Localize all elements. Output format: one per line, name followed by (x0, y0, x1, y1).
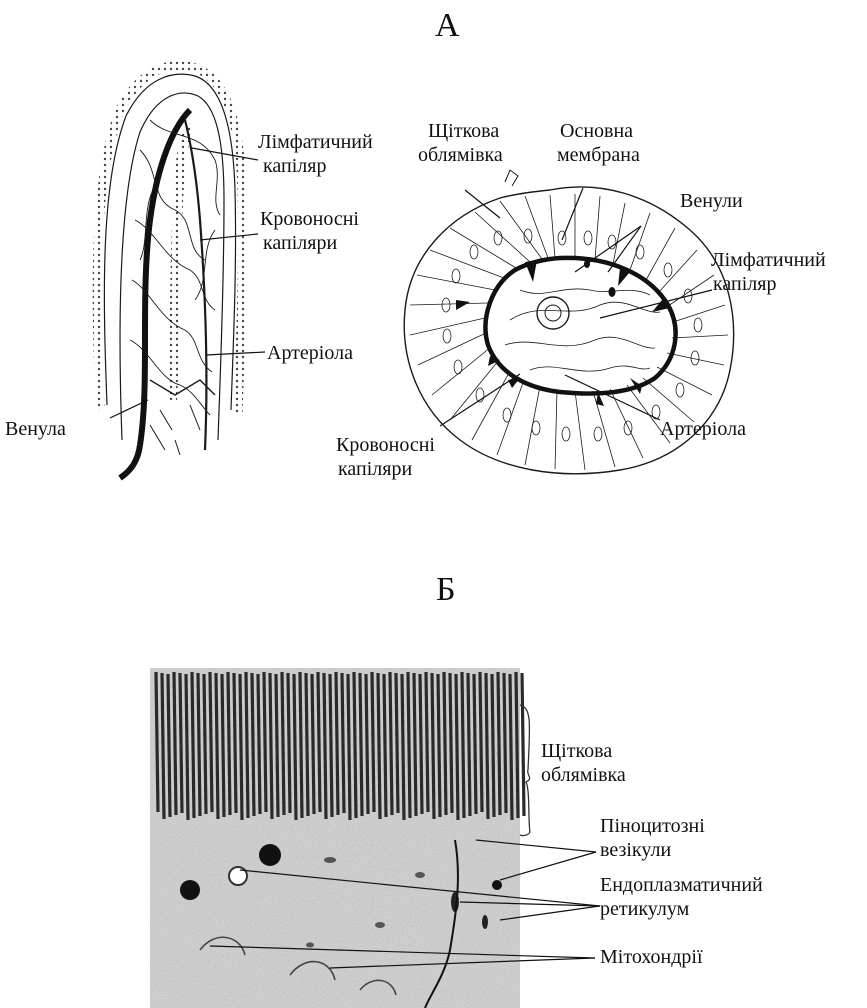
microvillus (480, 672, 482, 812)
microvillus (246, 672, 248, 818)
micro-brush-border-label-2: облямівка (541, 764, 626, 786)
cross-venules-label: Венули (680, 190, 743, 212)
cross-basement-membrane-label-2: мембрана (557, 144, 640, 166)
cross-basement-membrane-label-1: Основна (560, 120, 633, 142)
microvillus (162, 673, 164, 819)
microvillus (378, 673, 380, 819)
villus-venule-label: Венула (5, 418, 66, 440)
microvillus (444, 672, 446, 815)
microvillus (324, 673, 326, 819)
microvillus (468, 673, 470, 816)
villus-arteriole-label: Артеріола (267, 342, 353, 364)
microvillus (402, 674, 404, 820)
microvillus (306, 673, 308, 816)
microvillus (180, 673, 182, 813)
microvillus (348, 674, 350, 820)
microvillus (372, 672, 374, 812)
microvillus (186, 674, 188, 820)
microvillus (240, 674, 242, 820)
microvillus (228, 672, 230, 815)
microvillus (432, 673, 434, 819)
microvillus (396, 673, 398, 813)
villus-lymph-capillary-label-1: Лімфатичний (258, 131, 373, 153)
cross-brush-border-label-1: Щіткова (428, 120, 499, 142)
microvillus (168, 674, 170, 817)
microvillus (456, 674, 458, 820)
microvillus (156, 672, 158, 812)
microvillus (300, 672, 302, 818)
cross-lymph-capillary-label-2: капіляр (713, 273, 776, 295)
microvillus (390, 672, 392, 815)
micro-pinocytic-vesicles-label-1: Піноцитозні (600, 815, 705, 837)
microvillus (342, 673, 344, 813)
microvillus (288, 673, 290, 813)
micrograph (150, 668, 530, 1008)
cross-lymph-capillary-label-1: Лімфатичний (711, 249, 826, 271)
microvillus (522, 673, 524, 816)
micro-brush-border-label-1: Щіткова (541, 740, 612, 762)
microvillus (426, 672, 428, 812)
cross-blood-capillaries-label-1: Кровоносні (336, 434, 435, 456)
microvillus (222, 674, 224, 817)
microvillus (258, 674, 260, 814)
panel-a-letter: А (435, 8, 460, 44)
microvillus (504, 673, 506, 813)
microvillus (282, 672, 284, 815)
microvillus (420, 674, 422, 814)
villus-lymph-capillary-label-2: капіляр (263, 155, 326, 177)
microvillus (354, 672, 356, 818)
microvillus (216, 673, 218, 819)
microvillus (312, 674, 314, 814)
microvillus (234, 673, 236, 813)
microvillus (192, 672, 194, 818)
microvillus (252, 673, 254, 816)
microvillus (450, 673, 452, 813)
microvillus (174, 672, 176, 815)
cross-arteriole-label: Артеріола (660, 418, 746, 440)
microvillus (492, 674, 494, 817)
micro-mitochondria-label: Мітохондрії (600, 946, 703, 968)
cross-blood-capillaries-label-2: капіляри (338, 458, 412, 480)
microvillus (264, 672, 266, 812)
microvillus (408, 672, 410, 818)
microvillus (498, 672, 500, 815)
microvillus (510, 674, 512, 820)
microvillus (384, 674, 386, 817)
microvillus (462, 672, 464, 818)
cross-brush-border-label-2: облямівка (418, 144, 503, 166)
micro-er-label-1: Ендоплазматичний (600, 874, 763, 896)
microvillus (474, 674, 476, 814)
micro-er-label-2: ретикулум (600, 898, 689, 920)
microvillus (414, 673, 416, 816)
microvillus (204, 674, 206, 814)
micro-pinocytic-vesicles-label-2: везікули (600, 839, 671, 861)
villus-longitudinal (97, 65, 242, 478)
microvillus (486, 673, 488, 819)
microvillus (366, 674, 368, 814)
microvillus (276, 674, 278, 817)
villus-blood-capillaries-label-1: Кровоносні (260, 208, 359, 230)
venules-marks (456, 260, 670, 406)
microvillus (336, 672, 338, 815)
microvillus (198, 673, 200, 816)
microvillus (360, 673, 362, 816)
villus-blood-capillaries-label-2: капіляри (263, 232, 337, 254)
panel-b-letter: Б (436, 572, 456, 608)
microvillus (294, 674, 296, 820)
microvillus (516, 672, 518, 818)
microvillus (438, 674, 440, 817)
microvillus (270, 673, 272, 819)
microvillus (318, 672, 320, 812)
microvillus (330, 674, 332, 817)
microvillus (210, 672, 212, 812)
